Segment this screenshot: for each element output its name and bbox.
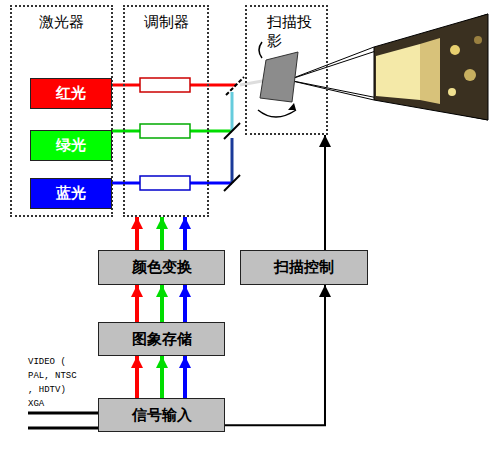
group-frame: 调制器 bbox=[123, 5, 209, 217]
image-detail bbox=[448, 88, 456, 96]
box-label: 信号输入 bbox=[132, 406, 192, 425]
box-label: 红光 bbox=[56, 84, 86, 103]
scanner-mirror bbox=[260, 52, 298, 102]
signal-arrow bbox=[183, 217, 187, 250]
group-heading: 激光器 bbox=[12, 13, 111, 32]
signal-arrow bbox=[135, 285, 139, 322]
green-beam bbox=[112, 130, 140, 133]
blue-beam bbox=[112, 182, 140, 185]
combined-beam bbox=[231, 138, 234, 183]
box-label: 颜色变换 bbox=[132, 258, 192, 277]
input-wire bbox=[28, 427, 98, 430]
process-box: 蓝光 bbox=[30, 178, 112, 209]
signal-arrow bbox=[160, 217, 164, 250]
rotation-arrowhead bbox=[288, 103, 296, 110]
green-beam bbox=[190, 130, 232, 133]
image-detail bbox=[450, 45, 460, 55]
signal-arrow bbox=[160, 356, 164, 398]
rotation-arrow bbox=[259, 42, 262, 58]
signal-format: XGA bbox=[28, 397, 83, 411]
image-highlight bbox=[376, 44, 420, 100]
box-label: 扫描控制 bbox=[274, 258, 334, 277]
modulator-element bbox=[140, 176, 190, 190]
signal-arrow bbox=[183, 356, 187, 398]
process-box: 图象存储 bbox=[98, 322, 225, 356]
signal-arrow bbox=[324, 135, 326, 250]
blue-beam bbox=[190, 182, 232, 185]
process-box: 颜色变换 bbox=[98, 250, 225, 285]
rotation-arrow bbox=[258, 110, 296, 117]
red-beam bbox=[190, 84, 236, 87]
mirror bbox=[224, 175, 240, 191]
group-frame: 扫描投影 bbox=[245, 5, 328, 135]
box-label: 图象存储 bbox=[132, 330, 192, 349]
process-box: 扫描控制 bbox=[240, 250, 368, 285]
signal-arrow bbox=[225, 285, 325, 425]
process-box: 信号输入 bbox=[98, 398, 225, 432]
image-highlight bbox=[420, 38, 440, 104]
image-detail bbox=[474, 36, 482, 44]
process-box: 绿光 bbox=[30, 130, 112, 161]
projected-image bbox=[374, 14, 488, 120]
signal-arrow bbox=[183, 285, 187, 322]
signal-format: VIDEO ( PAL, NTSC , HDTV) bbox=[28, 355, 83, 397]
signal-arrow bbox=[135, 217, 139, 250]
mirror bbox=[224, 123, 240, 139]
projection-ray bbox=[288, 47, 374, 80]
signal-arrow bbox=[160, 285, 164, 322]
modulator-element bbox=[140, 78, 190, 92]
box-label: 绿光 bbox=[56, 136, 86, 155]
box-label: 蓝光 bbox=[56, 184, 86, 203]
combined-beam bbox=[231, 92, 234, 131]
signal-arrow bbox=[135, 356, 139, 398]
group-heading: 调制器 bbox=[125, 13, 207, 32]
group-heading: 扫描投影 bbox=[267, 13, 317, 51]
mirror bbox=[226, 77, 244, 95]
modulator-element bbox=[140, 124, 190, 138]
red-beam bbox=[112, 84, 140, 87]
image-detail bbox=[464, 69, 476, 81]
group-frame: 激光器红光绿光蓝光 bbox=[10, 5, 113, 217]
process-box: 红光 bbox=[30, 78, 112, 109]
input-wire bbox=[28, 412, 98, 415]
